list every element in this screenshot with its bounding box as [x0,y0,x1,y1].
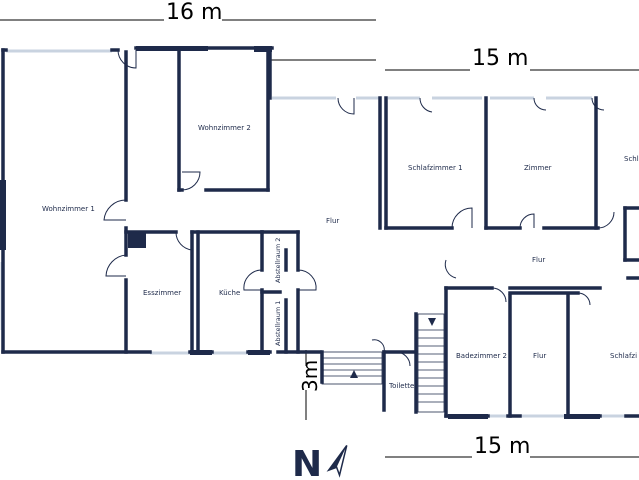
room-label-schlaf-partial: Schl [624,155,639,163]
room-label-wohnzimmer1: Wohnzimmer 1 [42,205,95,213]
stair-arrow-down-icon [428,318,436,326]
room-label-wohnzimmer2: Wohnzimmer 2 [198,124,251,132]
room-label-abstellraum2: Abstellraum 2 [274,238,282,283]
room-label-kueche: Küche [219,289,240,297]
walls [1,46,639,418]
room-label-zimmer: Zimmer [524,164,552,172]
room-label-toilette: Toilette [388,382,414,390]
doors [103,49,615,367]
dimension-bottom-width: 15 m [474,434,531,459]
room-label-abstellraum1: Abstellraum 1 [274,301,282,346]
room-label-flur-right: Flur [532,256,545,264]
dimension-right-width: 15 m [472,46,529,71]
room-label-flur-small: Flur [533,352,546,360]
room-label-esszimmer: Esszimmer [143,289,181,297]
stair-arrow-up-icon [350,370,358,378]
dimension-top-width: 16 m [166,0,223,25]
room-label-schlafzimmer1: Schlafzimmer 1 [408,164,463,172]
room-label-schlafzi-partial: Schlafzi [610,352,637,360]
windows [0,49,626,418]
wall-blocks [0,46,600,419]
room-label-badezimmer2: Badezimmer 2 [456,352,507,360]
compass-letter: N [292,444,322,480]
north-arrow-icon [326,445,348,478]
room-label-flur-main: Flur [326,217,339,225]
dimension-lines [0,19,639,458]
